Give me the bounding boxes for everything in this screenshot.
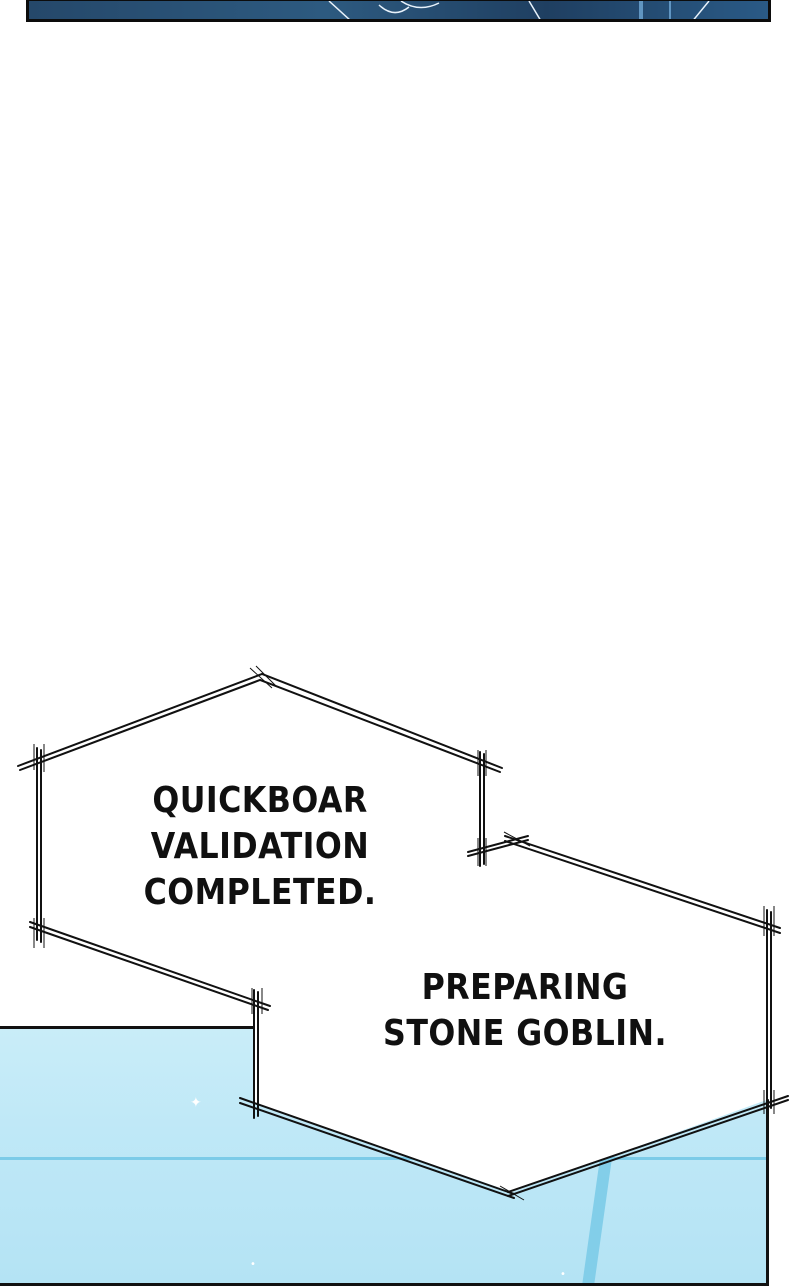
sparkle: • xyxy=(560,1269,566,1280)
bubble-1-text: QUICKBOAR VALIDATION COMPLETED. xyxy=(128,778,392,916)
sparkle: ✦ xyxy=(190,1095,202,1111)
bubble-1-line-3: COMPLETED. xyxy=(143,872,377,913)
sparkle: • xyxy=(250,1259,256,1270)
bubble-2-shape xyxy=(255,838,772,1192)
panel-line xyxy=(0,1157,766,1160)
bubble-2-line-1: PREPARING xyxy=(421,967,629,1008)
hair-sketch xyxy=(328,1,710,19)
light-streak xyxy=(639,1,643,19)
bubble-2-text: PREPARING STONE GOBLIN. xyxy=(380,965,670,1057)
light-streak xyxy=(669,1,671,19)
bubble-outlines xyxy=(17,672,789,1199)
bubble-2-line-2: STONE GOBLIN. xyxy=(383,1013,667,1054)
top-panel xyxy=(26,0,771,22)
bubble-1-line-2: VALIDATION xyxy=(150,826,370,867)
bubble-1-shape xyxy=(36,678,482,1003)
corner-hatches xyxy=(33,665,775,1201)
bubble-1-line-1: QUICKBOAR xyxy=(152,780,368,821)
